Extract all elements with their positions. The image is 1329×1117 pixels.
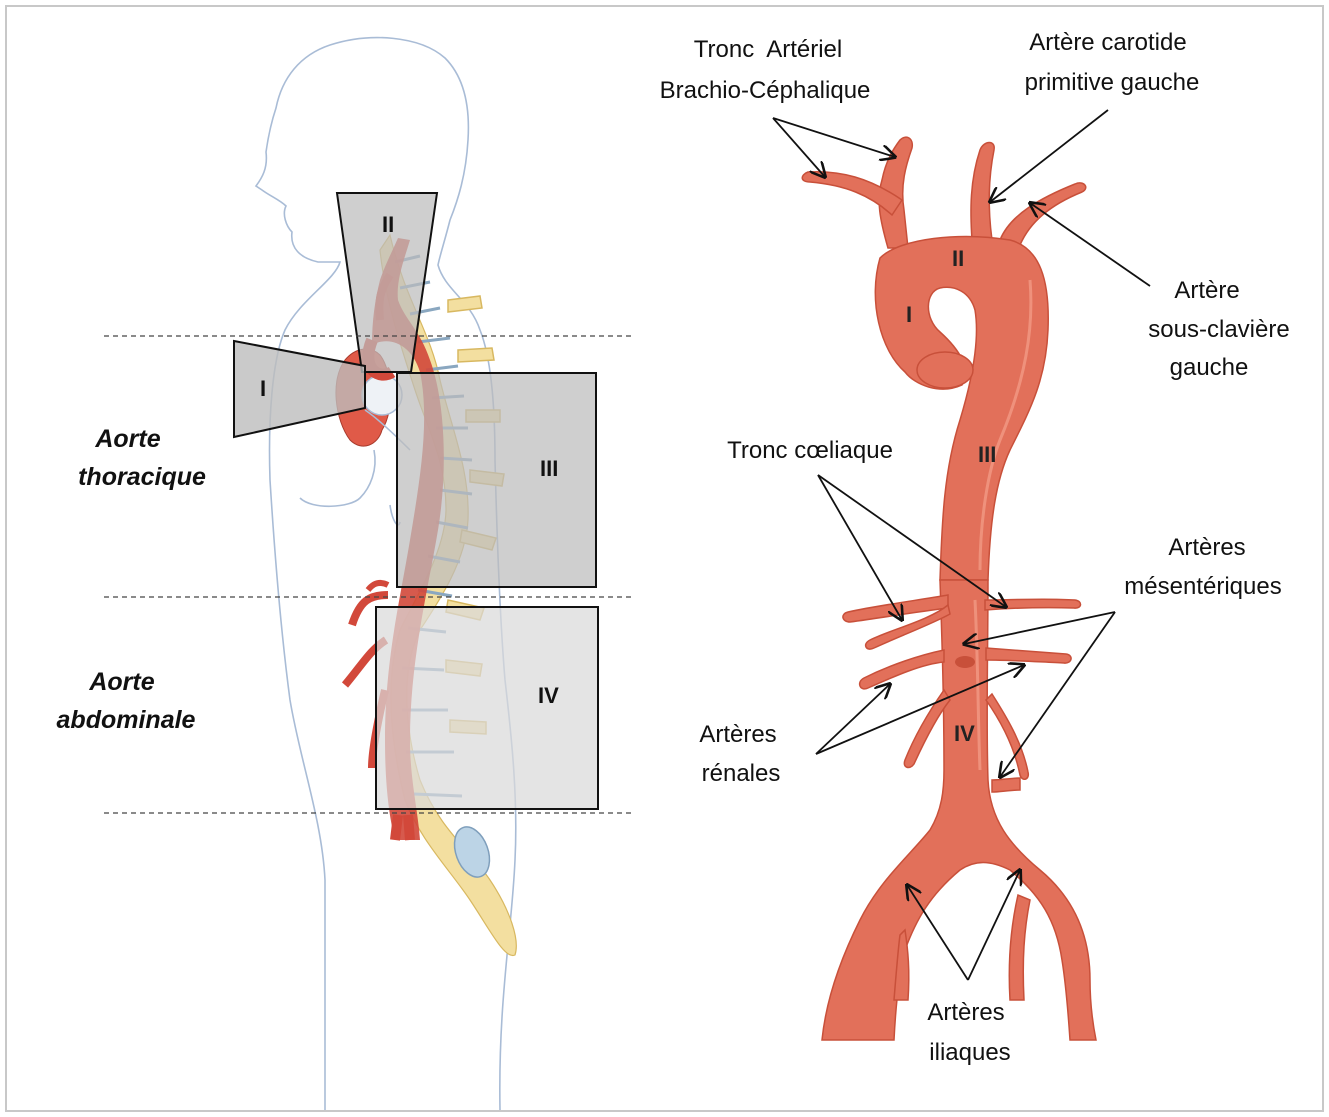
left-subclavian-label-line2: sous-clavière	[1148, 316, 1289, 343]
iliac-label-line2: iliaques	[929, 1039, 1010, 1066]
zone-label-III-left: III	[540, 456, 558, 481]
zone-label-II-right: II	[952, 246, 964, 271]
zones-left	[234, 193, 598, 809]
zone-label-II-left: II	[382, 212, 394, 237]
mesenteric-label-line2: mésentériques	[1124, 573, 1281, 600]
abdominal-label-line2: abdominale	[57, 706, 196, 734]
zone-label-III-right: III	[978, 442, 996, 467]
brachiocephalic-label-line2: Brachio-Céphalique	[660, 77, 871, 104]
zone-label-I-left: I	[260, 376, 266, 401]
thoracic-label-line1: Aorte	[94, 425, 160, 453]
brachiocephalic-label-line1: Tronc Artériel	[694, 36, 843, 63]
celiac-label: Tronc cœliaque	[727, 437, 893, 464]
mesenteric-root	[955, 656, 975, 668]
left-subclavian-label-line1: Artère	[1174, 277, 1239, 304]
renal-label-line2: rénales	[702, 760, 781, 787]
zone-label-IV-left: IV	[538, 683, 559, 708]
abdominal-label-line1: Aorte	[88, 668, 154, 696]
mesenteric-label-line1: Artères	[1168, 534, 1245, 561]
zone-label-I-right: I	[906, 302, 912, 327]
thoracic-label-line2: thoracique	[78, 463, 206, 491]
aorta-illustration	[802, 137, 1096, 1040]
left-subclavian-label-line3: gauche	[1170, 354, 1249, 381]
left-carotid-label-line2: primitive gauche	[1025, 69, 1200, 96]
left-carotid-label-line1: Artère carotide	[1029, 29, 1186, 56]
iliac-label-line1: Artères	[927, 999, 1004, 1026]
renal-label-line1: Artères	[699, 721, 776, 748]
zone-label-IV-right: IV	[954, 721, 975, 746]
